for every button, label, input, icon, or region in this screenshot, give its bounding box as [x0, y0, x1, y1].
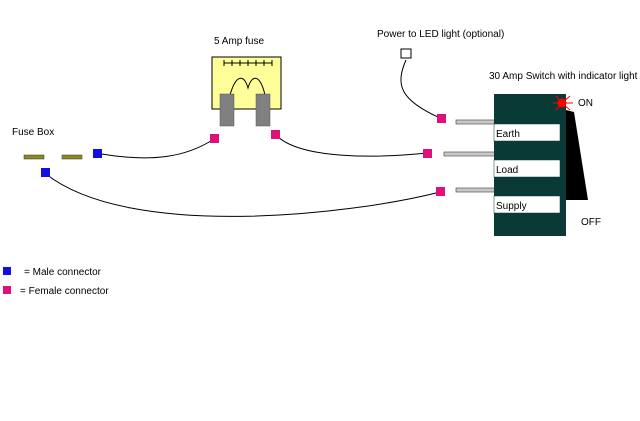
switch-off-label: OFF [581, 217, 601, 228]
female-connector [423, 149, 432, 158]
legend-female-label: = Female connector [20, 286, 109, 297]
male-connector [93, 149, 102, 158]
switch-terminal-supply [493, 195, 561, 214]
wire-led-to-earth [400, 59, 441, 119]
fuse-box-terminal [23, 154, 45, 160]
switch-rocker [566, 110, 588, 200]
wire-fuse-to-load [275, 134, 428, 157]
female-connector [210, 134, 219, 143]
fuse-box-label: Fuse Box [12, 127, 54, 138]
switch-label: 30 Amp Switch with indicator light [489, 71, 638, 82]
female-connector [437, 114, 446, 123]
fuse [211, 56, 282, 127]
legend-male-swatch [3, 267, 11, 275]
male-connector [41, 168, 50, 177]
led-terminal [400, 48, 412, 59]
led-label: Power to LED light (optional) [377, 29, 504, 40]
indicator-light [553, 95, 573, 111]
switch-terminal-label: Earth [496, 129, 520, 140]
wire-fusebox-to-supply [45, 173, 441, 217]
switch-on-label: ON [578, 98, 593, 109]
legend: = Male connector = Female connector [3, 267, 109, 297]
female-connector [436, 187, 445, 196]
legend-female-swatch [3, 286, 11, 294]
fuse-blade [255, 93, 271, 127]
female-connector [271, 130, 280, 139]
switch-terminal-earth [493, 123, 561, 142]
wire-fusebox-to-fuse [101, 138, 215, 159]
switch-terminal-label: Load [496, 165, 518, 176]
fuse-box-terminal [61, 154, 83, 160]
fuse-label: 5 Amp fuse [214, 36, 264, 47]
switch-terminal-load [493, 159, 561, 178]
fuse-blade [219, 93, 235, 127]
legend-male-label: = Male connector [24, 267, 102, 278]
switch-terminal-label: Supply [496, 201, 527, 212]
